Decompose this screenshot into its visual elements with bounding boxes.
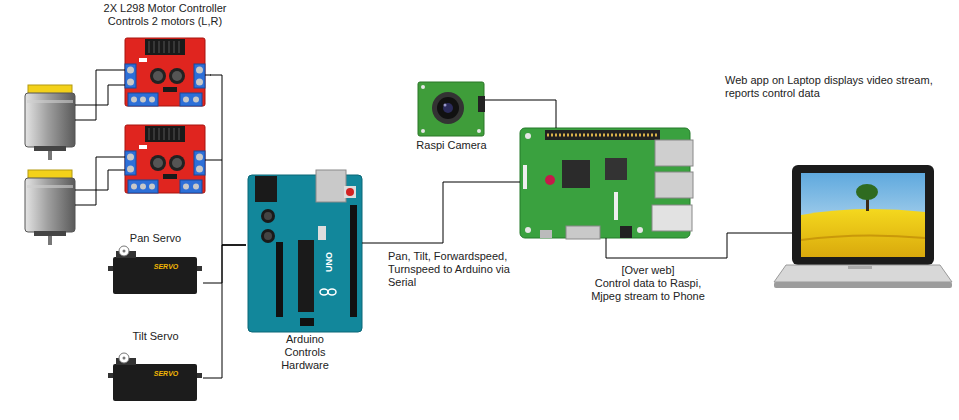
laptop [774, 165, 952, 288]
servo-unit: Tilt Servo [108, 330, 203, 405]
dc-motor [25, 170, 75, 245]
wire-connector [210, 75, 246, 245]
motor-controller-group: 2X L298 Motor Controller Controls 2 moto… [120, 35, 210, 205]
component-label: Web app on Laptop displays video stream,… [725, 74, 937, 100]
wire-connector [203, 245, 246, 378]
component-label: Pan Servo [108, 232, 203, 245]
dc-motor [25, 85, 75, 160]
component-label: Raspi Camera [414, 139, 489, 152]
servo-brand: SERVO [146, 369, 186, 378]
l298-board [125, 125, 205, 193]
camera-module [418, 82, 485, 136]
wire [75, 70, 792, 258]
arduino-board [248, 170, 362, 332]
component-label: Tilt Servo [108, 330, 203, 343]
component-label: 2X L298 Motor Controller Controls 2 moto… [100, 2, 230, 28]
wire-connector [203, 245, 246, 283]
component-label: Arduino Controls Hardware [275, 333, 335, 372]
link-note: [Over web] [585, 264, 711, 277]
laptop-client: Web app on Laptop displays video stream,… [722, 74, 954, 290]
servo-brand: SERVO [146, 262, 186, 271]
serial-note: Pan, Tilt, Forwardspeed, Turnspeed to Ar… [388, 250, 523, 289]
servo-body [108, 246, 202, 294]
camera-module: Raspi Camera [414, 80, 489, 155]
arduino-board: Arduino Controls Hardware [246, 172, 364, 377]
raspberry-pi-board [520, 128, 693, 239]
board-logo: UNO [324, 247, 334, 277]
link-note: Control data to Raspi, Mjpeg stream to P… [585, 277, 711, 303]
l298-board [125, 38, 205, 106]
servo-body [108, 353, 202, 401]
